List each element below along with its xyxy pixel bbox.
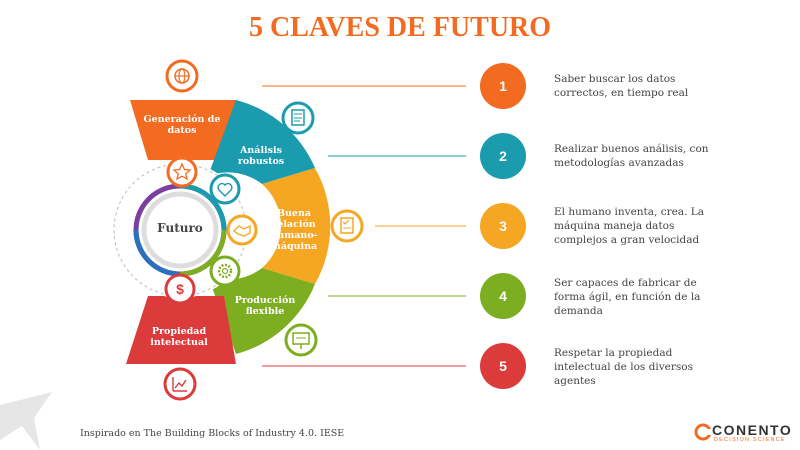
- center-hub: [141, 191, 219, 269]
- key-text-3: El humano inventa, crea. La máquina mane…: [554, 206, 704, 246]
- key-number-4: 4: [480, 273, 526, 319]
- segment-label-relacion: Buena relación humano-máquina: [270, 208, 318, 252]
- key-number-5: 5: [480, 343, 526, 389]
- segment-relacion: [262, 168, 331, 284]
- key-text-1: Saber buscar los datos correctos, en tie…: [554, 73, 689, 99]
- key-number-2: 2: [480, 133, 526, 179]
- star-icon: [166, 156, 198, 188]
- chart-icon: [163, 367, 197, 401]
- key-text-2: Realizar buenos análisis, con metodologí…: [554, 143, 709, 169]
- handshake-icon: [226, 214, 258, 246]
- heart-icon: [209, 173, 241, 205]
- logo-brand: CONENTO: [712, 422, 793, 438]
- logo-subtitle: DECISION SCIENCE: [714, 437, 786, 443]
- center-label: Futuro: [157, 221, 203, 235]
- globe-icon: [165, 59, 199, 93]
- document-icon: [281, 101, 315, 135]
- footer-credit: Inspirado en The Building Blocks of Indu…: [80, 428, 345, 439]
- segment-generacion: [130, 100, 236, 160]
- segment-label-analisis: Análisis robustos: [237, 145, 285, 167]
- segment-analisis: [208, 100, 315, 184]
- segment-label-produccion: Producción flexible: [234, 295, 296, 317]
- watermark-arrow-shape: [0, 392, 52, 450]
- logo-mark-icon: [694, 423, 712, 441]
- gear-icon: [209, 255, 241, 287]
- svg-text:$: $: [176, 281, 184, 297]
- segment-label-propiedad: Propiedad intelectual: [150, 326, 208, 348]
- key-number-1: 1: [480, 63, 526, 109]
- dollar-icon: $: [164, 273, 196, 305]
- segment-produccion: [208, 268, 315, 354]
- key-text-4: Ser capaces de fabricar de forma ágil, e…: [554, 277, 701, 317]
- key-number-3: 3: [480, 203, 526, 249]
- checklist-icon: [330, 209, 364, 243]
- key-text-5: Respetar la propiedad intelectual de los…: [554, 347, 693, 387]
- segment-label-generacion: Generación de datos: [143, 114, 221, 136]
- presentation-icon: [284, 323, 318, 357]
- page-title: 5 CLAVES DE FUTURO: [248, 12, 552, 43]
- segment-propiedad: [126, 296, 236, 364]
